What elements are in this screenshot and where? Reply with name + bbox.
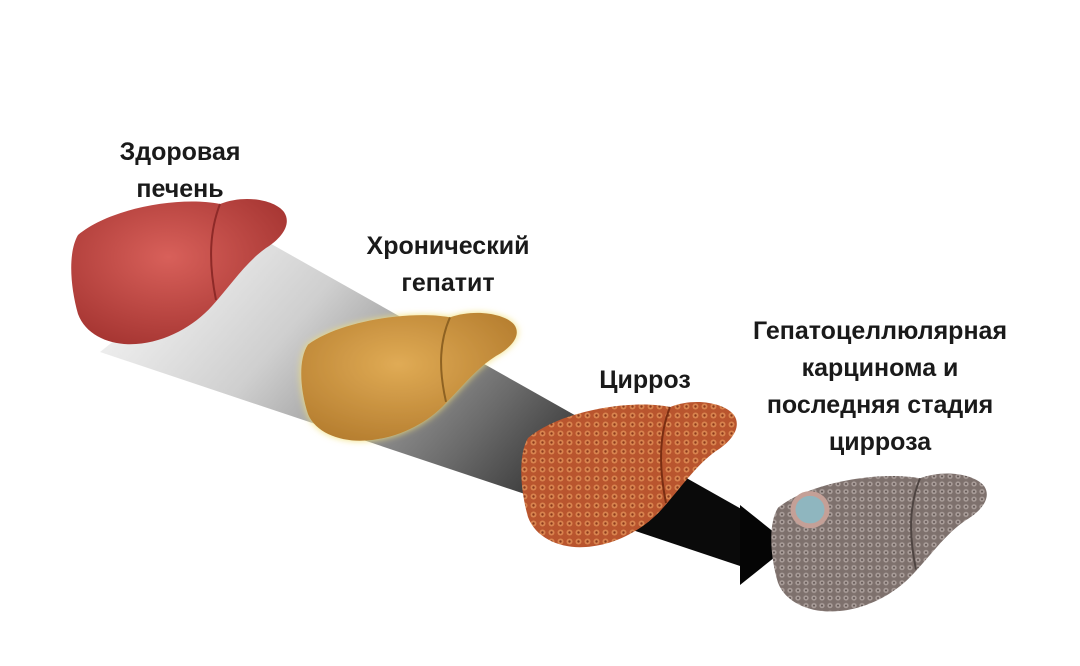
label-line: Цирроз (599, 366, 691, 394)
carcinoma-liver (771, 473, 987, 612)
label-healthy-liver: Здоровая печень (80, 134, 280, 208)
label-line: цирроза (828, 428, 932, 456)
label-chronic-hepatitis: Хронический гепатит (328, 228, 568, 302)
tumor (790, 491, 830, 529)
label-line: Гепатоцеллюлярная (752, 317, 1008, 345)
label-line: гепатит (401, 269, 495, 297)
label-line: Хронический (366, 232, 530, 260)
label-line: печень (136, 175, 224, 203)
label-line: карцинома и (801, 354, 959, 382)
label-cirrhosis: Цирроз (565, 362, 725, 399)
label-line: последняя стадия (766, 391, 994, 419)
label-carcinoma: Гепатоцеллюлярная карцинома и последняя … (720, 313, 1040, 461)
label-line: Здоровая (119, 138, 241, 166)
arrowhead (740, 505, 790, 585)
